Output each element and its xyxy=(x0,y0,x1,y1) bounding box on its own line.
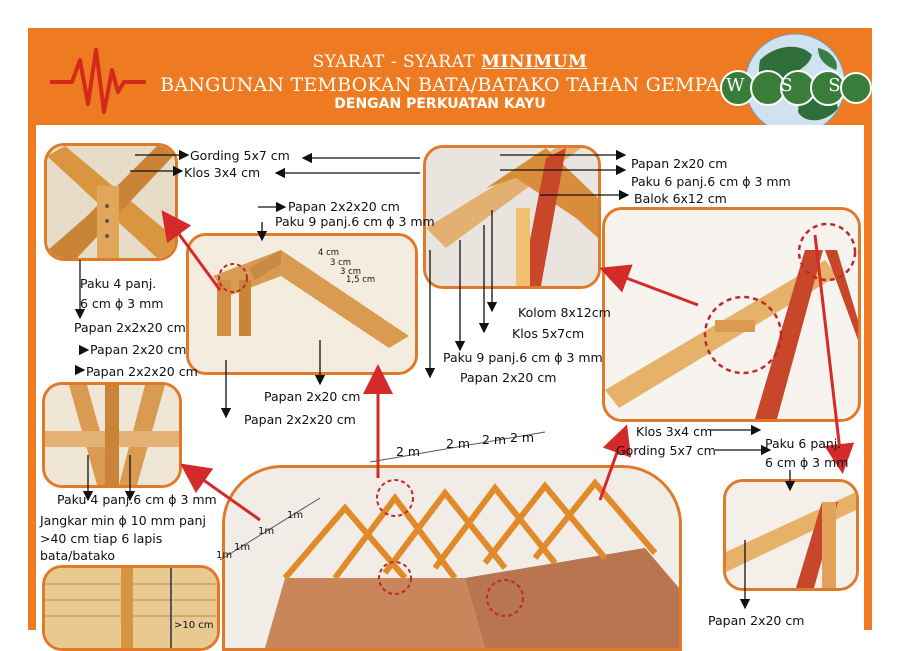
label-spacing-2m-c: 2 m xyxy=(482,432,507,447)
label-klos-right: Klos 3x4 cm xyxy=(636,424,713,439)
label-paku4-a: Paku 4 panj. xyxy=(80,276,157,291)
detail-box-wall-anchor xyxy=(42,565,220,651)
brace-joint-illustration xyxy=(45,385,179,485)
detail-box-right xyxy=(602,207,861,422)
label-paku9-tr: Paku 9 panj.6 cm ϕ 3 mm xyxy=(443,350,603,365)
label-spacing-1m-d: 1m xyxy=(287,510,304,521)
label-papan2x2x20-mid-bottom: Papan 2x2x20 cm xyxy=(244,412,356,427)
detail-box-top-left xyxy=(44,143,178,261)
label-gording-top: Gording 5x7 cm xyxy=(190,148,290,163)
label-papan2x2-left: Papan 2x2x20 cm xyxy=(74,320,186,335)
column-joint-illustration xyxy=(426,148,598,286)
purlin-joint-illustration xyxy=(726,482,856,588)
label-dim-10cm: >10 cm xyxy=(174,620,214,631)
label-dim-3cm-b: 3 cm xyxy=(340,267,362,277)
label-dim-3cm-a: 3 cm xyxy=(330,258,352,268)
label-jangkar-3: bata/batako xyxy=(40,548,115,563)
ridge-illustration xyxy=(189,236,415,372)
detail-box-top-mid xyxy=(423,145,601,289)
label-jangkar-1: Jangkar min ϕ 10 mm panj xyxy=(40,513,206,528)
title-emphasis: MINIMUM xyxy=(481,52,588,72)
label-spacing-1m-b: 1m xyxy=(234,542,251,553)
label-papan2x20-tr: Papan 2x20 cm xyxy=(631,156,728,171)
brick-wall-illustration xyxy=(45,568,217,648)
detail-box-ridge xyxy=(186,233,418,375)
label-paku6-right-b: 6 cm ϕ 3 mm xyxy=(765,455,849,470)
house-illustration-box xyxy=(222,465,682,651)
label-papan2x20-tr2: Papan 2x20 cm xyxy=(460,370,557,385)
title-line-1: SYARAT - SYARAT MINIMUM xyxy=(150,52,750,72)
detail-box-bottom-right xyxy=(723,479,859,591)
joint-illustration xyxy=(47,146,175,258)
label-kolom-tr: Kolom 8x12cm xyxy=(518,305,611,320)
label-papan2x20-left: Papan 2x20 cm xyxy=(90,342,187,357)
label-spacing-1m-a: 1m xyxy=(216,550,233,561)
label-paku9-mid: Paku 9 panj.6 cm ϕ 3 mm xyxy=(275,214,435,229)
label-klos-top: Klos 3x4 cm xyxy=(184,165,261,180)
house-illustration xyxy=(225,468,679,648)
label-paku6-tr: Paku 6 panj.6 cm ϕ 3 mm xyxy=(631,174,791,189)
label-papan2x2-mid: Papan 2x2x20 cm xyxy=(288,199,400,214)
label-dim-4cm: 4 cm xyxy=(318,248,340,258)
label-dim-15cm: 1,5 cm xyxy=(346,275,376,285)
label-papan2x20-right-bottom: Papan 2x20 cm xyxy=(708,613,805,628)
truss-joint-illustration xyxy=(605,210,858,419)
label-balok-tr: Balok 6x12 cm xyxy=(634,191,727,206)
title-line-3: DENGAN PERKUATAN KAYU xyxy=(334,96,546,112)
detail-box-left-mid xyxy=(42,382,182,488)
label-spacing-2m-b: 2 m xyxy=(446,436,471,451)
logo-text: W S S I xyxy=(726,75,899,96)
label-gording-right: Gording 5x7 cm xyxy=(616,443,716,458)
label-spacing-2m-d: 2 m xyxy=(510,430,535,445)
label-spacing-2m-a: 2 m xyxy=(396,444,421,459)
label-klos-tr: Klos 5x7cm xyxy=(512,326,585,341)
label-papan2x2x20-left2: Papan 2x2x20 cm xyxy=(86,364,198,379)
label-paku4-left-bottom: Paku 4 panj.6 cm ϕ 3 mm xyxy=(57,492,217,507)
title-prefix: SYARAT - SYARAT xyxy=(312,52,482,72)
label-jangkar-2: >40 cm tiap 6 lapis xyxy=(40,531,163,546)
label-paku4-b: 6 cm ϕ 3 mm xyxy=(80,296,164,311)
label-paku6-right-a: Paku 6 panj. xyxy=(765,436,842,451)
label-papan2x20-mid-bottom: Papan 2x20 cm xyxy=(264,389,361,404)
label-spacing-1m-c: 1m xyxy=(258,526,275,537)
title-line-2: BANGUNAN TEMBOKAN BATA/BATAKO TAHAN GEMP… xyxy=(160,74,720,96)
